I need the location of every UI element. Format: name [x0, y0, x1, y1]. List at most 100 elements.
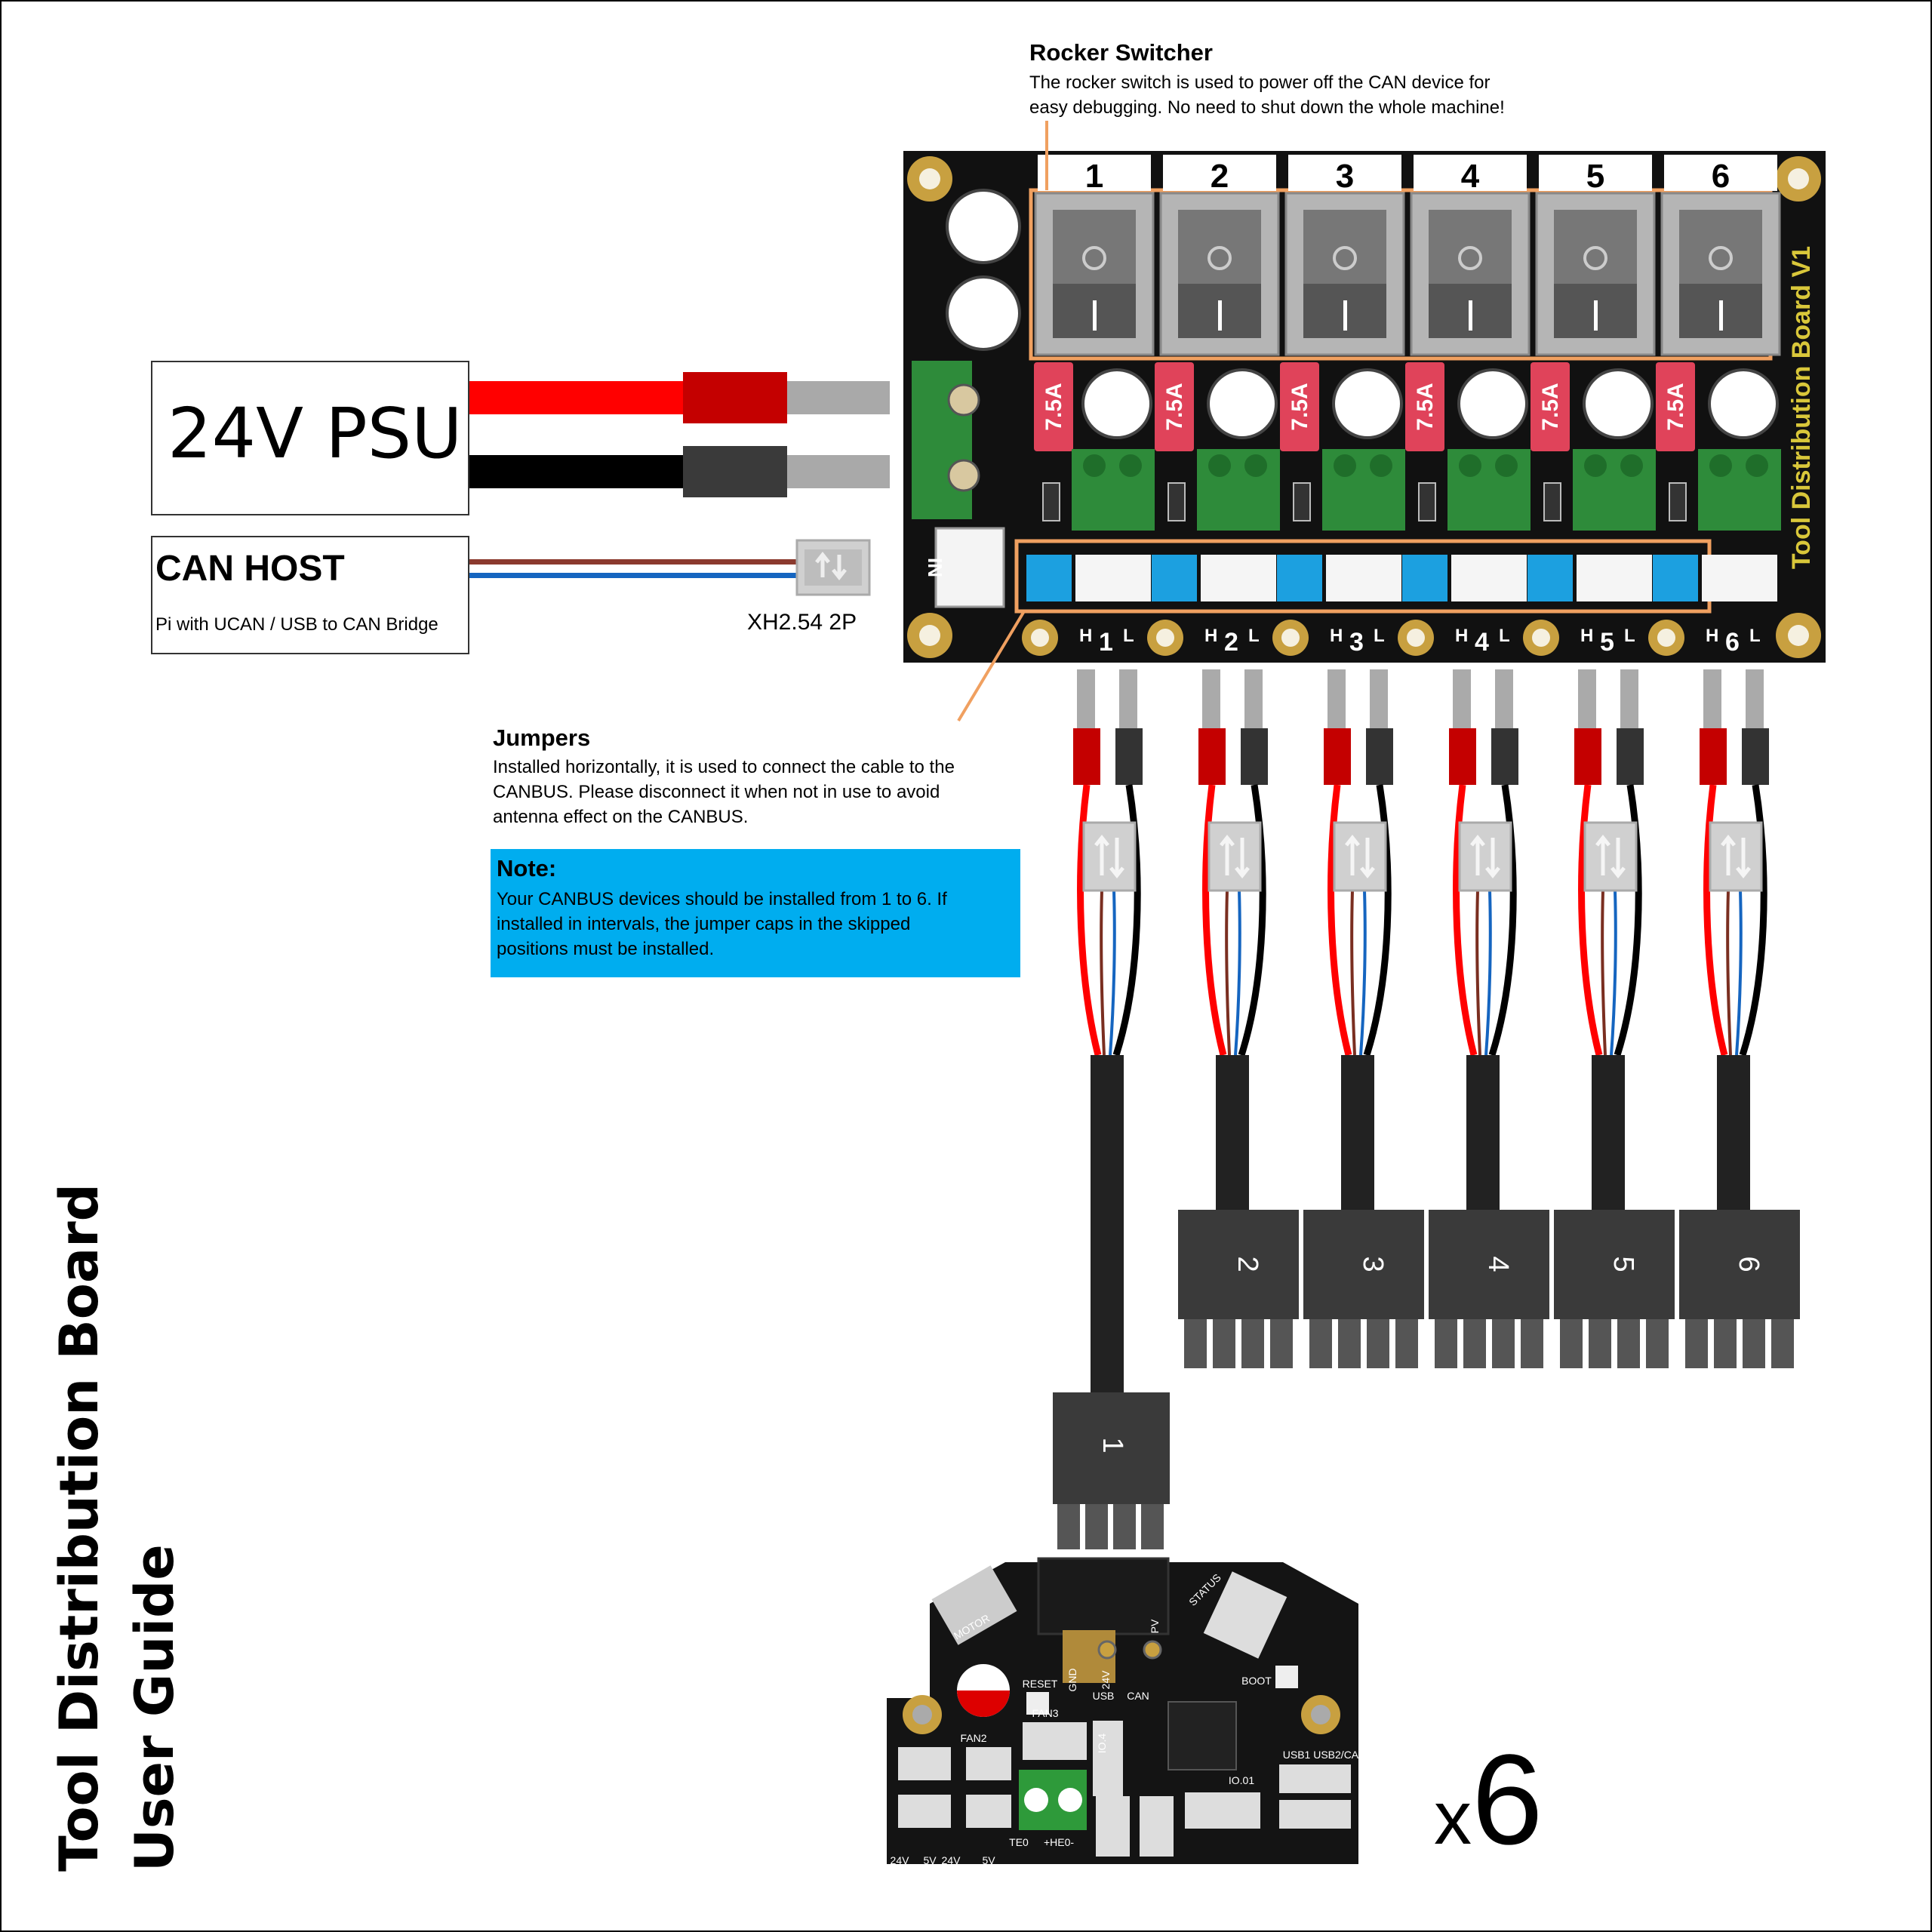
channel-number: 4: [1461, 158, 1480, 195]
wire-can-h: [1350, 890, 1356, 1056]
plug-pin: [1309, 1319, 1332, 1368]
port-number-label: 4: [1475, 628, 1489, 657]
ferrule-red: [1578, 669, 1596, 730]
cable-sheath: [1592, 1055, 1625, 1210]
plug-pin: [1492, 1319, 1515, 1368]
can-jumper: [1152, 555, 1197, 601]
plug-pin: [1113, 1504, 1136, 1549]
wire-can-l: [1359, 890, 1367, 1056]
plug-pin: [1184, 1319, 1207, 1368]
plug-housing: [1554, 1210, 1675, 1319]
port-number-label: 1: [1099, 628, 1113, 657]
board-in-label: IN: [924, 558, 946, 577]
can-port: [1577, 555, 1652, 601]
connector-label: XH2.54 2P: [747, 610, 857, 635]
can-jumper: [1026, 555, 1072, 601]
ferrule-sleeve-black: [1491, 728, 1518, 785]
plug-pin: [1589, 1319, 1611, 1368]
ferrule-black: [1620, 669, 1638, 730]
plug-housing: [1679, 1210, 1800, 1319]
toolboard-silk-label: RESET: [1023, 1678, 1058, 1690]
toolboard-silk-label: USB: [1093, 1690, 1115, 1702]
can-host-box: CAN HOST Pi with UCAN / USB to CAN Bridg…: [151, 536, 469, 654]
multiplier-x: x: [1434, 1776, 1472, 1860]
port-number-label: 2: [1224, 628, 1238, 657]
ferrule-sleeve-black: [1617, 728, 1644, 785]
ferrule-sleeve-black: [1115, 728, 1143, 785]
port-l-label: L: [1374, 626, 1385, 646]
port-h-label: H: [1455, 626, 1468, 646]
plug-housing: [1429, 1210, 1549, 1319]
ferrule-sleeve-black: [1366, 728, 1393, 785]
plug-pin: [1241, 1319, 1264, 1368]
port-number-label: 3: [1349, 628, 1364, 657]
terminal-screw: [1495, 454, 1518, 477]
port-l-label: L: [1749, 626, 1761, 646]
capacitor: [1332, 368, 1403, 439]
channel-number-tab: [1539, 155, 1652, 191]
cable-6: 6: [1679, 669, 1800, 1368]
diode: [1168, 482, 1186, 521]
capacitor: [1457, 368, 1528, 439]
diode: [1543, 482, 1561, 521]
jumpers-desc-line1: Installed horizontally, it is used to co…: [493, 757, 955, 777]
plug-housing: [1303, 1210, 1424, 1319]
port-number-label: 5: [1600, 628, 1614, 657]
note-line3: positions must be installed.: [497, 939, 715, 959]
can-host-subtitle: Pi with UCAN / USB to CAN Bridge: [155, 614, 438, 635]
toolboard-silk-label: GND: [1066, 1668, 1078, 1691]
toolboard-silk-label: IO.4: [1096, 1734, 1108, 1754]
channel-number-tab: [1038, 155, 1151, 191]
ferrule-sleeve-black: [1241, 728, 1268, 785]
port-l-label: L: [1624, 626, 1635, 646]
rocker-on-mark: [1719, 300, 1723, 331]
rocker-off-mark: [1333, 246, 1357, 270]
board-name-text: Tool Distribution Board V1: [1787, 246, 1816, 569]
rocker-on-mark: [1594, 300, 1598, 331]
mounting-hole-center: [1788, 625, 1809, 646]
port-h-label: H: [1204, 626, 1217, 646]
port-pad-center: [1031, 629, 1049, 647]
channel-number-tab: [1163, 155, 1276, 191]
channel-number: 2: [1211, 158, 1229, 195]
rocker-on-mark: [1218, 300, 1222, 331]
port-pad-center: [1407, 629, 1425, 647]
terminal-screw: [1334, 454, 1356, 477]
rocker-off-mark: [1458, 246, 1482, 270]
multiplier-label: x6: [1434, 1736, 1543, 1882]
document-title: Tool Distribution Board User Guide: [42, 1183, 192, 1872]
can-port: [1702, 555, 1777, 601]
xh-plug: [1709, 821, 1763, 892]
channel-number: 5: [1586, 158, 1604, 195]
can-host-title: CAN HOST: [155, 549, 345, 589]
ferrule-black: [1119, 669, 1137, 730]
toolboard-silk-label: FAN3: [1032, 1707, 1058, 1719]
channel-number-tab: [1288, 155, 1401, 191]
diode: [1293, 482, 1311, 521]
toolboard-silk-label: IO.3: [1105, 1862, 1125, 1874]
channel-number: 6: [1712, 158, 1730, 195]
wire-can-h: [1726, 890, 1732, 1056]
plug-pin: [1085, 1504, 1108, 1549]
can-jumper: [1527, 555, 1573, 601]
toolboard-silk-label: PV: [1149, 1619, 1161, 1633]
port-h-label: H: [1706, 626, 1718, 646]
plug-pin: [1646, 1319, 1669, 1368]
mounting-hole-center: [919, 625, 940, 646]
rocker-off-mark: [1583, 246, 1607, 270]
cable-sheath: [1341, 1055, 1374, 1210]
rocker-desc-line1: The rocker switch is used to power off t…: [1029, 72, 1491, 93]
toolboard-silk-label: +HE0-: [1044, 1836, 1074, 1848]
ferrule-red: [1202, 669, 1220, 730]
fuse: [1034, 362, 1073, 451]
plug-pin: [1213, 1319, 1235, 1368]
cable-4: 4: [1429, 669, 1549, 1368]
toolboard-silk-label: 5V: [982, 1854, 995, 1866]
